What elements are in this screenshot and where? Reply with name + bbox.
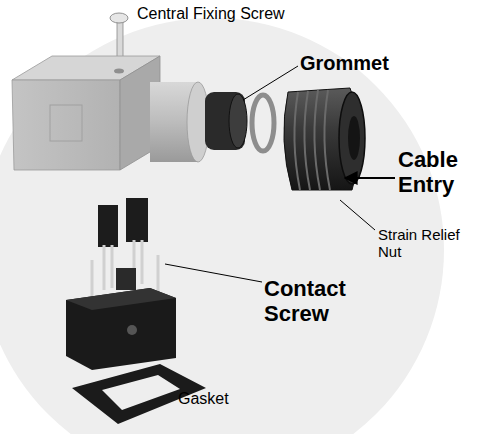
contact-terminal [98,205,118,247]
nut-threads [294,90,330,190]
grommet [205,92,247,150]
grommet-face [229,94,247,148]
part-label: Contact Screw [264,276,374,327]
connector-housing [12,56,209,170]
nut-face [339,92,365,184]
washer [252,95,274,151]
leader-line [340,200,375,230]
screw-head [110,13,128,23]
housing-logo [50,105,82,141]
part-label: Cable Entry [398,147,473,198]
insert-hole [127,325,137,335]
insert-top [66,288,176,310]
part-label: Central Fixing Screw [137,5,337,23]
leader-line [165,264,262,282]
strain-relief-nut [284,88,365,190]
housing-front [12,80,120,170]
insert-base [66,288,176,370]
part-label: Grommet [300,52,410,75]
contact-screw [116,268,136,290]
leader-line [243,66,298,100]
contact-terminal [126,198,148,242]
background-disc [0,18,444,434]
part-label: Gasket [178,390,268,408]
screw-hole [114,69,124,74]
nut-bore [348,116,360,160]
contact-insert [66,198,176,370]
pointer-arrow [345,177,395,179]
part-label: Strain Relief Nut [378,226,473,261]
